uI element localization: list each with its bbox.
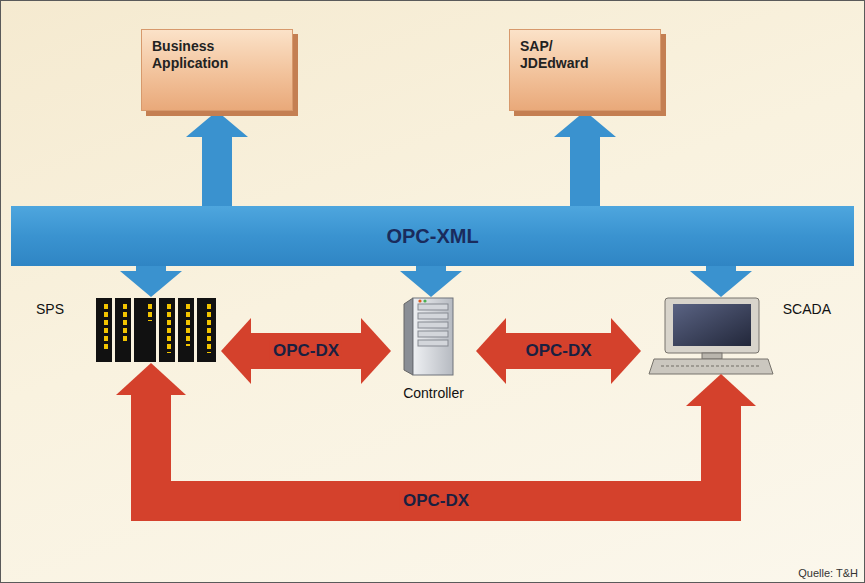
bus-label: OPC-XML xyxy=(386,225,478,248)
connector-arrow xyxy=(221,318,391,384)
application-box: SAP/ JDEdward xyxy=(509,29,661,111)
arrow-head xyxy=(400,271,462,297)
connector-arrow xyxy=(116,363,756,501)
computer-icon xyxy=(649,298,773,374)
device-label: SPS xyxy=(36,301,64,317)
arrow-shaft xyxy=(250,333,362,369)
arrow-head xyxy=(221,318,251,384)
arrow-shaft xyxy=(570,136,600,206)
edge-label: OPC-DX xyxy=(522,341,594,361)
arrow-head xyxy=(186,111,248,137)
arrow-shaft xyxy=(202,136,232,206)
arrow-head xyxy=(361,318,391,384)
connector-arrow xyxy=(476,318,641,384)
application-box: Business Application xyxy=(141,29,293,111)
arrow-head xyxy=(554,111,616,137)
arrow-head xyxy=(476,318,506,384)
device-label: Controller xyxy=(403,385,464,401)
arrow-shaft xyxy=(151,394,721,501)
connector-arrow xyxy=(554,111,616,206)
arrow-head xyxy=(116,363,186,395)
edge-label: OPC-DX xyxy=(400,491,472,511)
server-icon xyxy=(404,298,453,375)
source-note: Quelle: T&H xyxy=(798,567,858,579)
bus-band: OPC-XML xyxy=(11,206,854,266)
scada-node: SCADA xyxy=(641,297,831,374)
arrow-head xyxy=(120,271,182,297)
connector-arrow xyxy=(690,266,752,297)
arrow-head xyxy=(686,374,756,406)
box-title: SAP/ JDEdward xyxy=(520,38,610,72)
connector-arrow xyxy=(186,111,248,206)
device-label: SCADA xyxy=(783,301,831,317)
box-title: Business Application xyxy=(152,38,282,72)
edge-label: OPC-DX xyxy=(270,341,342,361)
arrow-head xyxy=(690,271,752,297)
arrow-shaft xyxy=(505,333,612,369)
plc-icon xyxy=(96,298,216,362)
arrow-head xyxy=(611,318,641,384)
controller-node: Controller xyxy=(391,297,476,401)
connector-arrow xyxy=(400,266,462,297)
plc-node: SPS xyxy=(36,297,221,363)
connector-arrow xyxy=(120,266,182,297)
